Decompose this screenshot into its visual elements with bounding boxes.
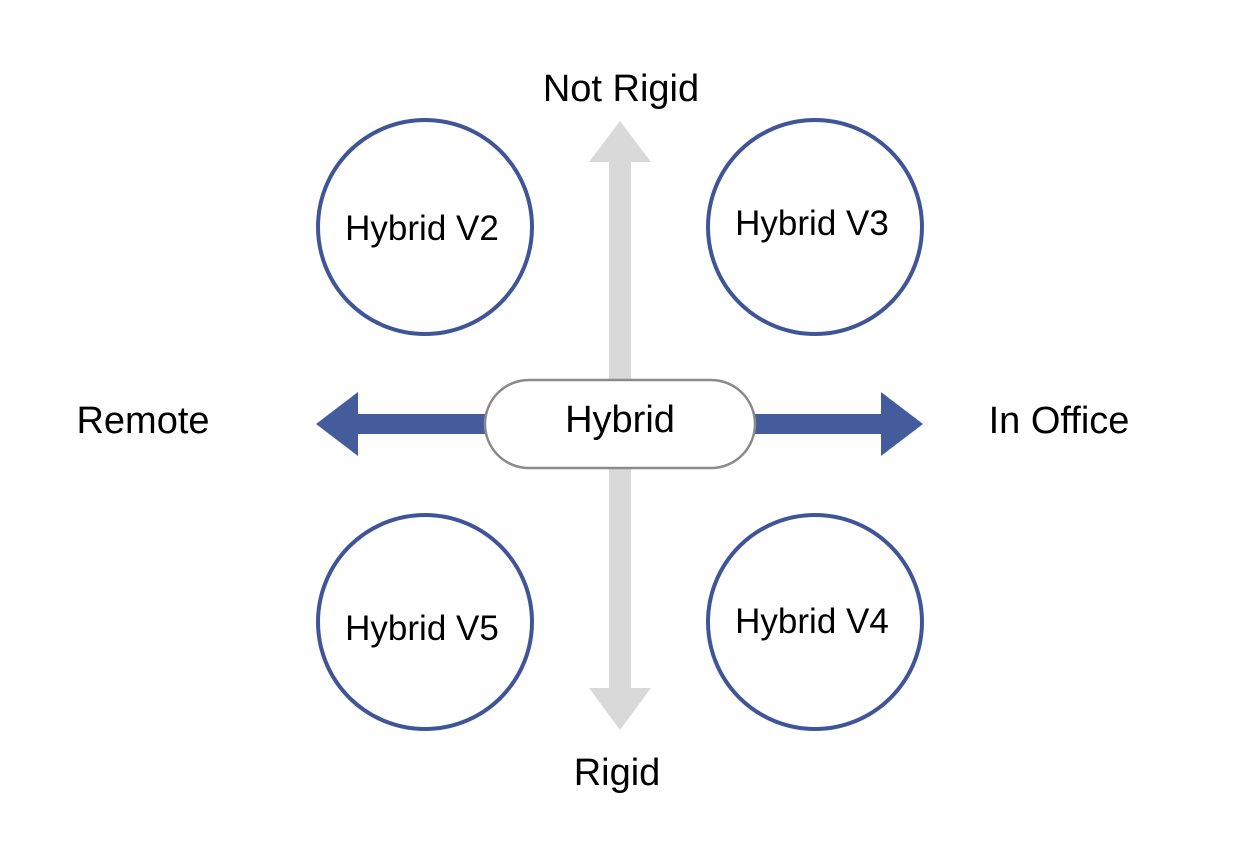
quadrant-circle bbox=[706, 513, 924, 731]
quadrant-label-bottom-right: Hybrid V4 bbox=[735, 602, 889, 641]
quadrant-top-right: Hybrid V3 bbox=[706, 118, 924, 336]
quadrant-label-top-right: Hybrid V3 bbox=[735, 204, 889, 243]
quadrant-circle bbox=[706, 118, 924, 336]
quadrant-bottom-left: Hybrid V5 bbox=[316, 513, 534, 731]
right-arrow-head bbox=[881, 392, 923, 456]
up-arrow-head bbox=[589, 121, 651, 162]
quadrant-circle bbox=[316, 513, 534, 731]
left-arrow-head bbox=[316, 392, 358, 456]
axis-label-left: Remote bbox=[76, 400, 209, 442]
axis-label-top: Not Rigid bbox=[543, 68, 699, 110]
quadrant-bottom-right: Hybrid V4 bbox=[706, 513, 924, 731]
down-arrow-head bbox=[589, 688, 651, 730]
quadrant-top-left: Hybrid V2 bbox=[316, 118, 534, 336]
center-pill bbox=[483, 378, 757, 470]
center-label: Hybrid bbox=[565, 399, 675, 441]
quadrant-label-bottom-left: Hybrid V5 bbox=[345, 609, 499, 648]
axis-label-right: In Office bbox=[989, 400, 1130, 442]
center-hybrid-node: Hybrid bbox=[483, 378, 757, 470]
quadrant-label-top-left: Hybrid V2 bbox=[345, 209, 499, 248]
axis-label-bottom: Rigid bbox=[574, 752, 661, 794]
quadrant-circle bbox=[316, 118, 534, 336]
